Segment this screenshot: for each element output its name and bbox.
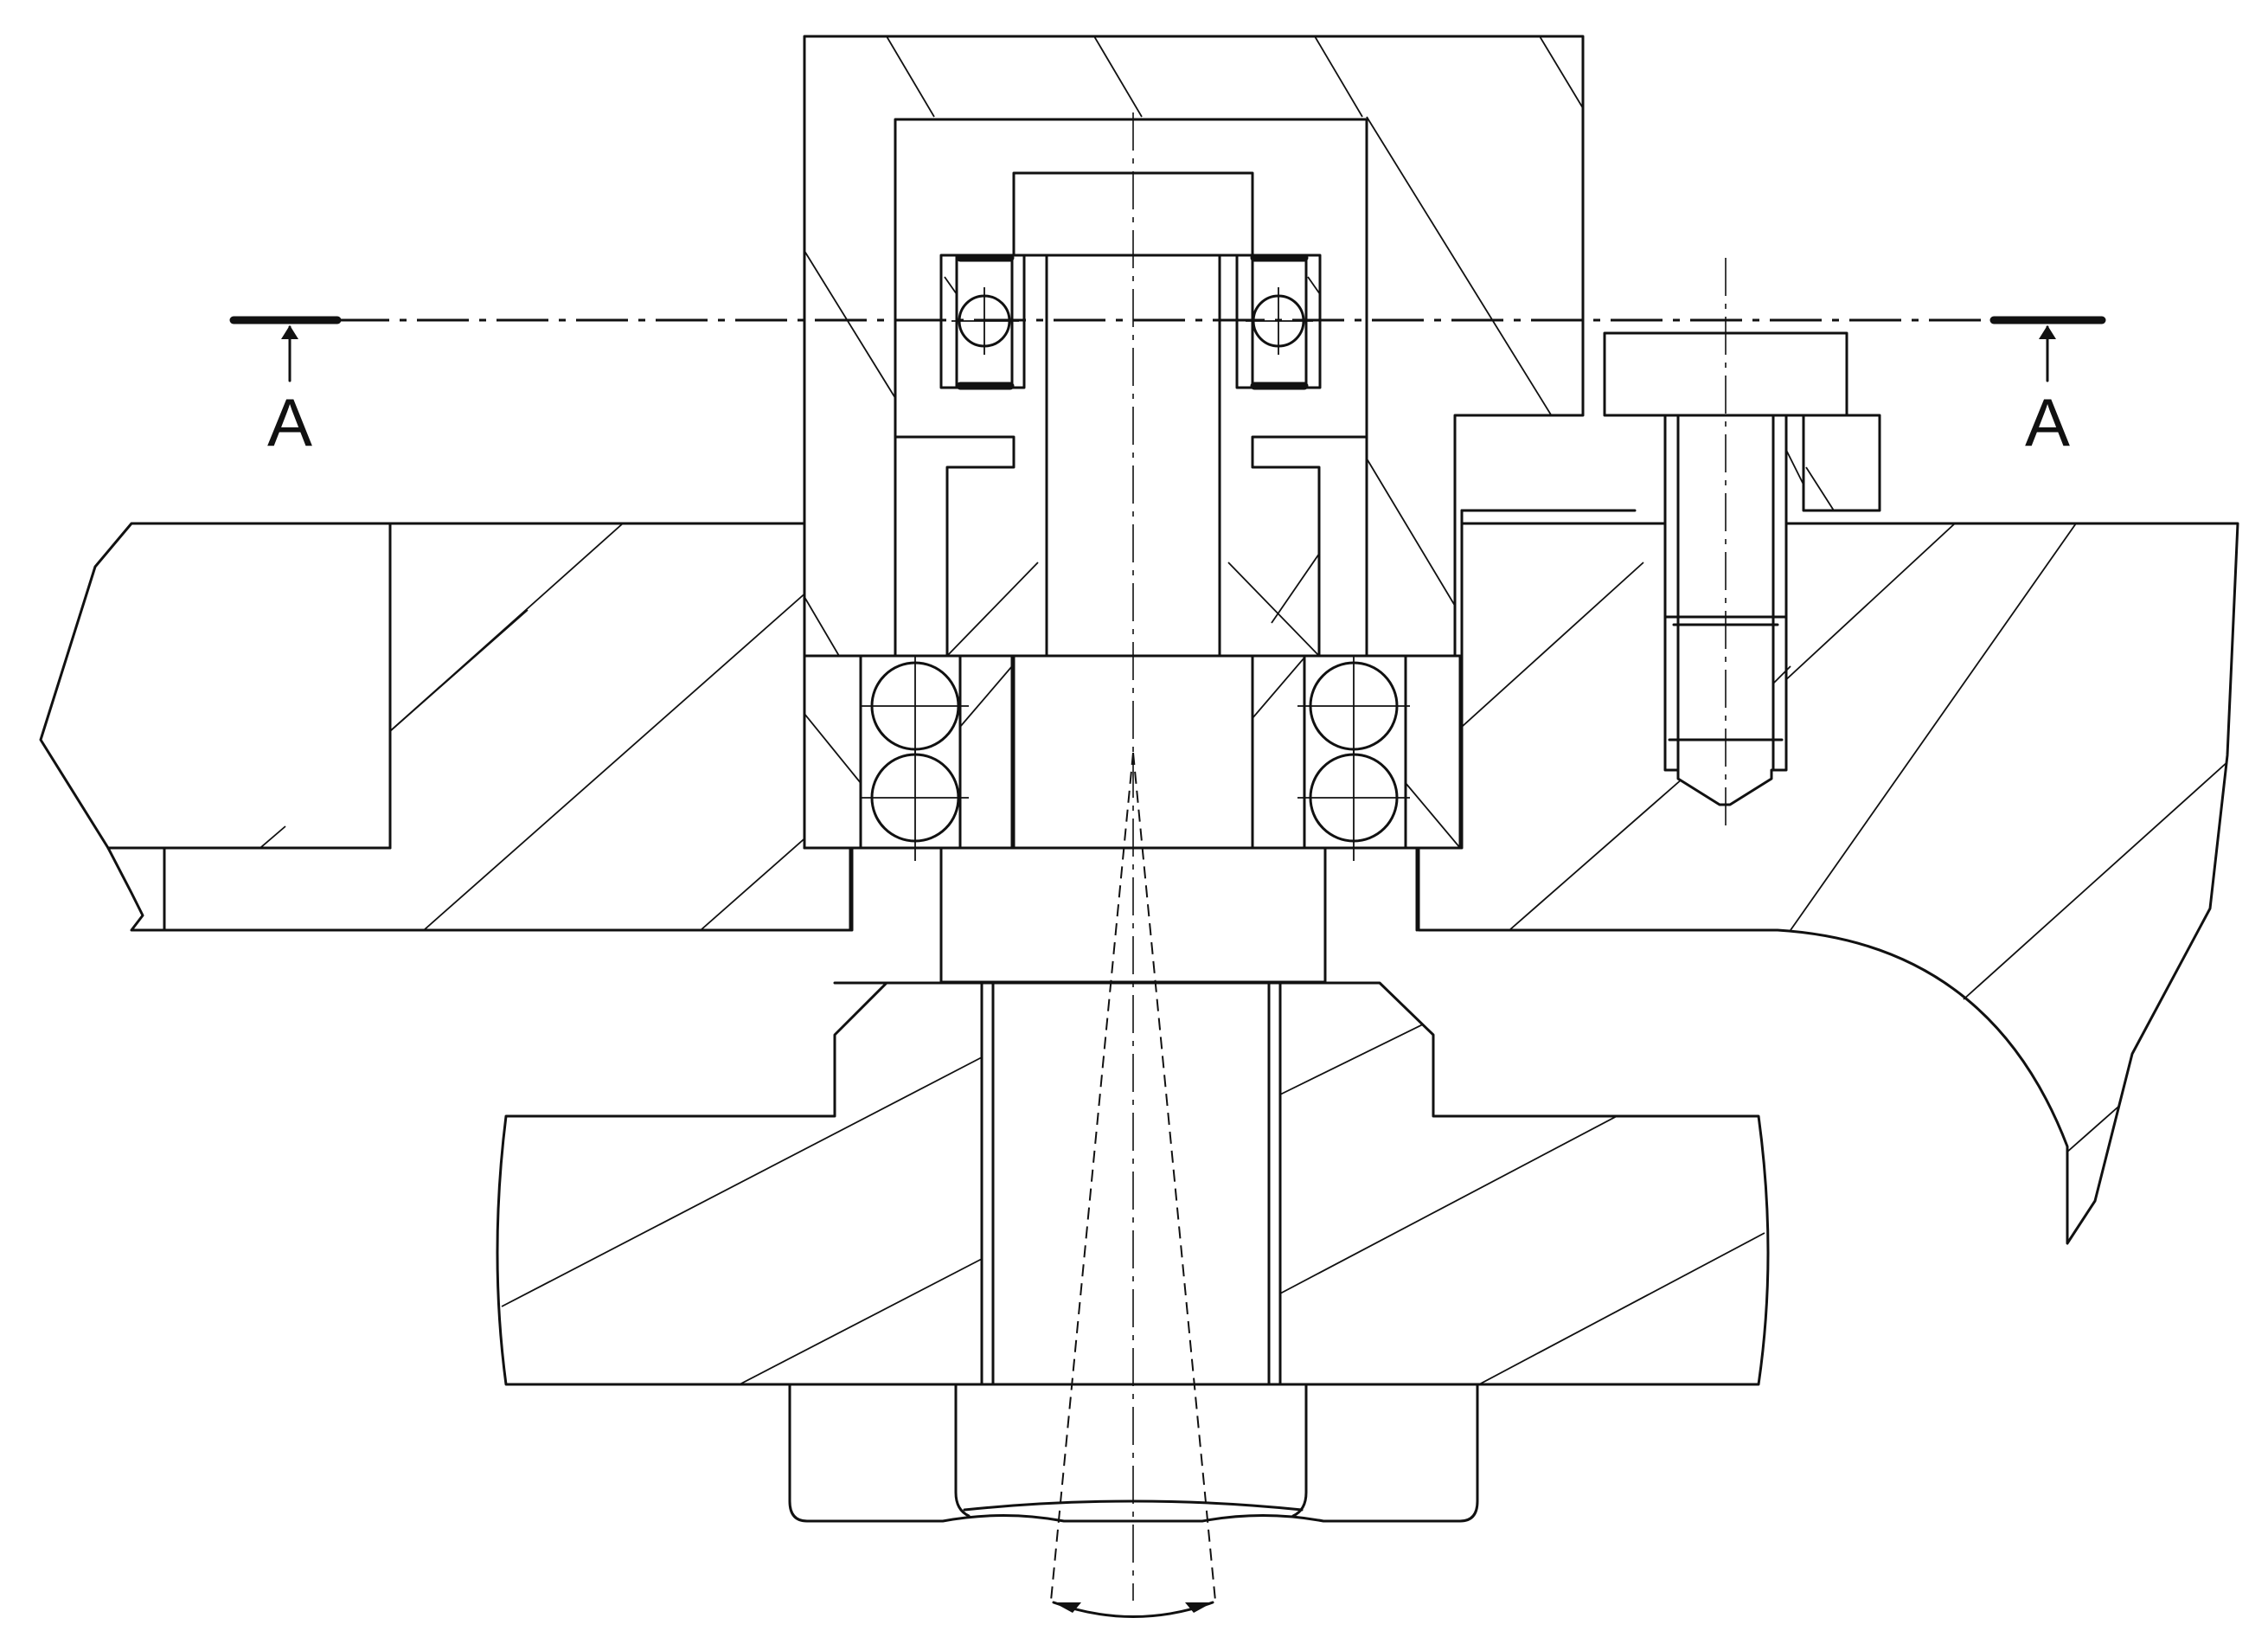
section-arrow-right (2039, 325, 2056, 382)
right-main-bearing (1251, 654, 1462, 861)
center-axis (1050, 112, 1216, 1618)
left-main-bearing (803, 654, 1014, 861)
bolt-assembly (1603, 258, 1881, 831)
section-line-a-a: A A (229, 316, 2106, 460)
section-arrow-left (281, 325, 298, 382)
section-label-left: A (267, 384, 312, 460)
section-label-right: A (2025, 384, 2070, 460)
left-beam (39, 522, 854, 932)
